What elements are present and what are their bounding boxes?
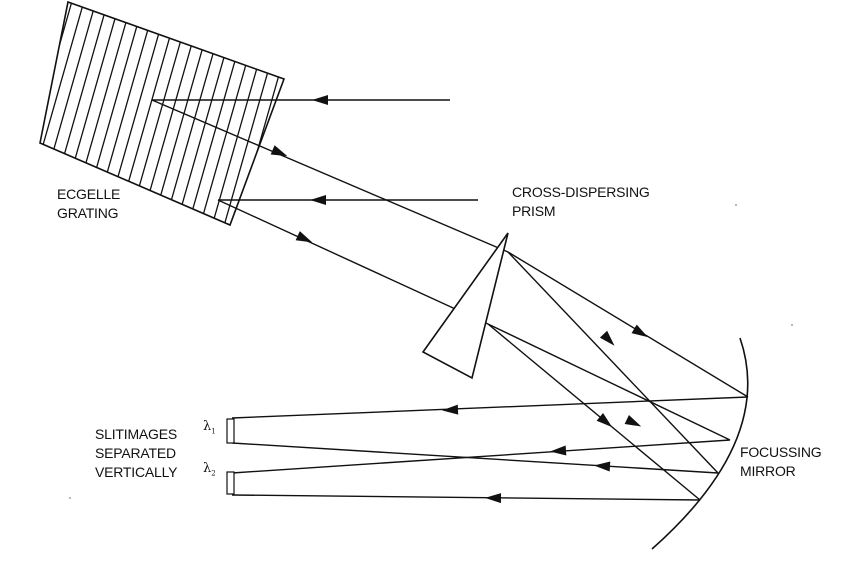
focused-ray-3: [231, 442, 719, 474]
prism-label-line2: PRISM: [512, 203, 556, 219]
arrowhead: [442, 404, 459, 415]
prism-to-mirror-ray-2: [507, 251, 719, 474]
mirror-label: FOCUSSING MIRROR: [740, 443, 822, 481]
arrowhead: [550, 445, 567, 456]
focused-ray-1: [231, 396, 749, 419]
grating-outline: [39, 0, 286, 227]
arrowhead: [599, 330, 615, 346]
diffracted-ray-upper: [151, 99, 509, 253]
mirror-label-line2: MIRROR: [740, 463, 796, 479]
arrowhead: [596, 413, 613, 428]
arrowhead: [310, 195, 326, 205]
slit-label-line3: VERTICALLY: [95, 464, 178, 480]
diffracted-ray-lower: [217, 199, 489, 325]
slit-label-line1: SLITIMAGES: [95, 426, 178, 442]
ray-arrowheads: [270, 95, 648, 504]
lambda1-label: λ1: [203, 419, 216, 436]
focussing-mirror: [651, 337, 749, 550]
cross-dispersing-prism: [421, 232, 509, 380]
lambda1-symbol: λ: [203, 419, 212, 434]
light-rays: [151, 99, 749, 501]
focused-ray-4: [231, 494, 701, 501]
arrowhead: [485, 493, 502, 504]
grating-label-line1: ECGELLE: [57, 186, 121, 202]
slit-image-lambda2: [226, 471, 235, 495]
prism-label-line1: CROSS-DISPERSING: [512, 184, 650, 200]
slit-label-line2: SEPARATED: [95, 445, 176, 461]
lambda2-subscript: 2: [211, 469, 216, 478]
lambda1-subscript: 1: [211, 427, 216, 436]
arrowhead: [295, 231, 313, 243]
echelle-grating: [39, 0, 286, 227]
lambda2-label: λ2: [203, 461, 216, 478]
prism-to-mirror-ray-4: [487, 323, 701, 501]
scan-specks: [69, 204, 793, 499]
grating-rulings: [40, 2, 284, 225]
lambda2-symbol: λ: [203, 461, 212, 476]
mirror-label-line1: FOCUSSING: [740, 444, 822, 460]
slit-images-label: SLITIMAGES SEPARATED VERTICALLY: [95, 425, 177, 482]
prism-label: CROSS-DISPERSING PRISM: [512, 183, 650, 221]
prism-to-mirror-ray-1: [507, 251, 749, 398]
arrowhead: [624, 415, 642, 427]
arrowhead: [312, 95, 328, 105]
focused-ray-2: [231, 439, 731, 474]
prism-to-mirror-ray-3: [487, 323, 731, 441]
echelle-grating-label: ECGELLE GRATING: [57, 185, 120, 223]
slit-image-lambda1: [226, 418, 235, 444]
slit-images: [226, 418, 235, 495]
arrowhead: [631, 324, 648, 338]
arrowhead: [270, 145, 288, 157]
grating-label-line2: GRATING: [57, 205, 119, 221]
arrowhead: [594, 461, 611, 472]
